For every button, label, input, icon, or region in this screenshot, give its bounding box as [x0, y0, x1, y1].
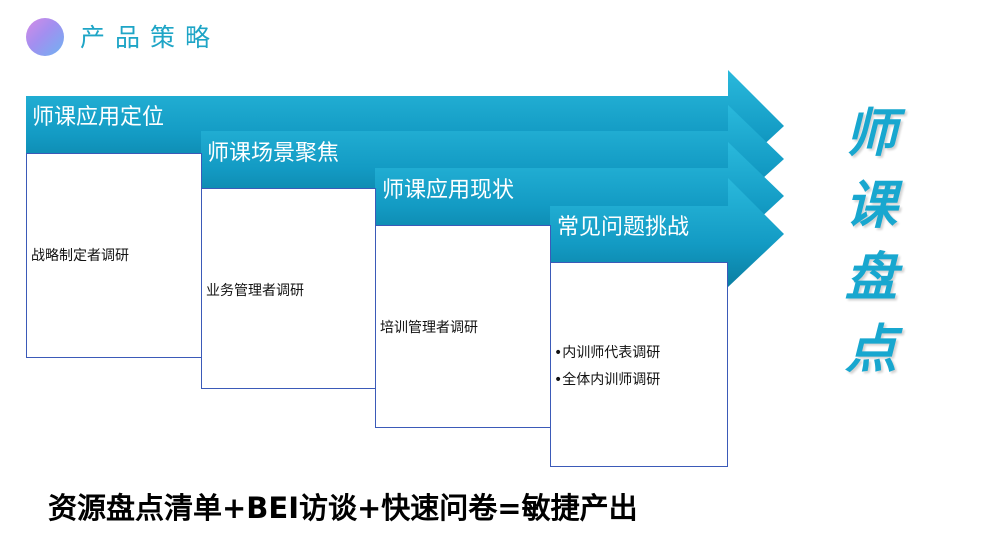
stage-box-3	[375, 225, 551, 428]
stage-4-item-1: •内训师代表调研	[554, 345, 661, 361]
stage-3-item: 培训管理者调研	[380, 320, 478, 336]
stage-label-2: 师课场景聚焦	[207, 141, 340, 166]
stage-2-item: 业务管理者调研	[206, 283, 304, 299]
stage-label-1: 师课应用定位	[32, 105, 165, 130]
logo-circle-icon	[26, 18, 64, 56]
stage-4-item-2: •全体内训师调研	[554, 372, 661, 388]
arrow-band-4	[550, 178, 784, 287]
stage-label-4: 常见问题挑战	[557, 215, 690, 240]
stage-label-3: 师课应用现状	[382, 178, 515, 203]
stage-1-item: 战略制定者调研	[31, 248, 129, 264]
page-title: 产品策略	[80, 23, 221, 52]
side-title-char-4: 点	[844, 320, 897, 380]
side-title-char-3: 盘	[844, 248, 897, 308]
footer-summary: 资源盘点清单+BEI访谈+快速问卷=敏捷产出	[48, 491, 638, 525]
side-title: 师 课 盘 点	[838, 98, 904, 386]
side-title-char-1: 师	[844, 104, 897, 164]
stage-box-2	[201, 188, 376, 389]
stage-box-1	[26, 153, 202, 358]
side-title-char-2: 课	[844, 176, 897, 236]
stage-box-4	[550, 262, 728, 467]
